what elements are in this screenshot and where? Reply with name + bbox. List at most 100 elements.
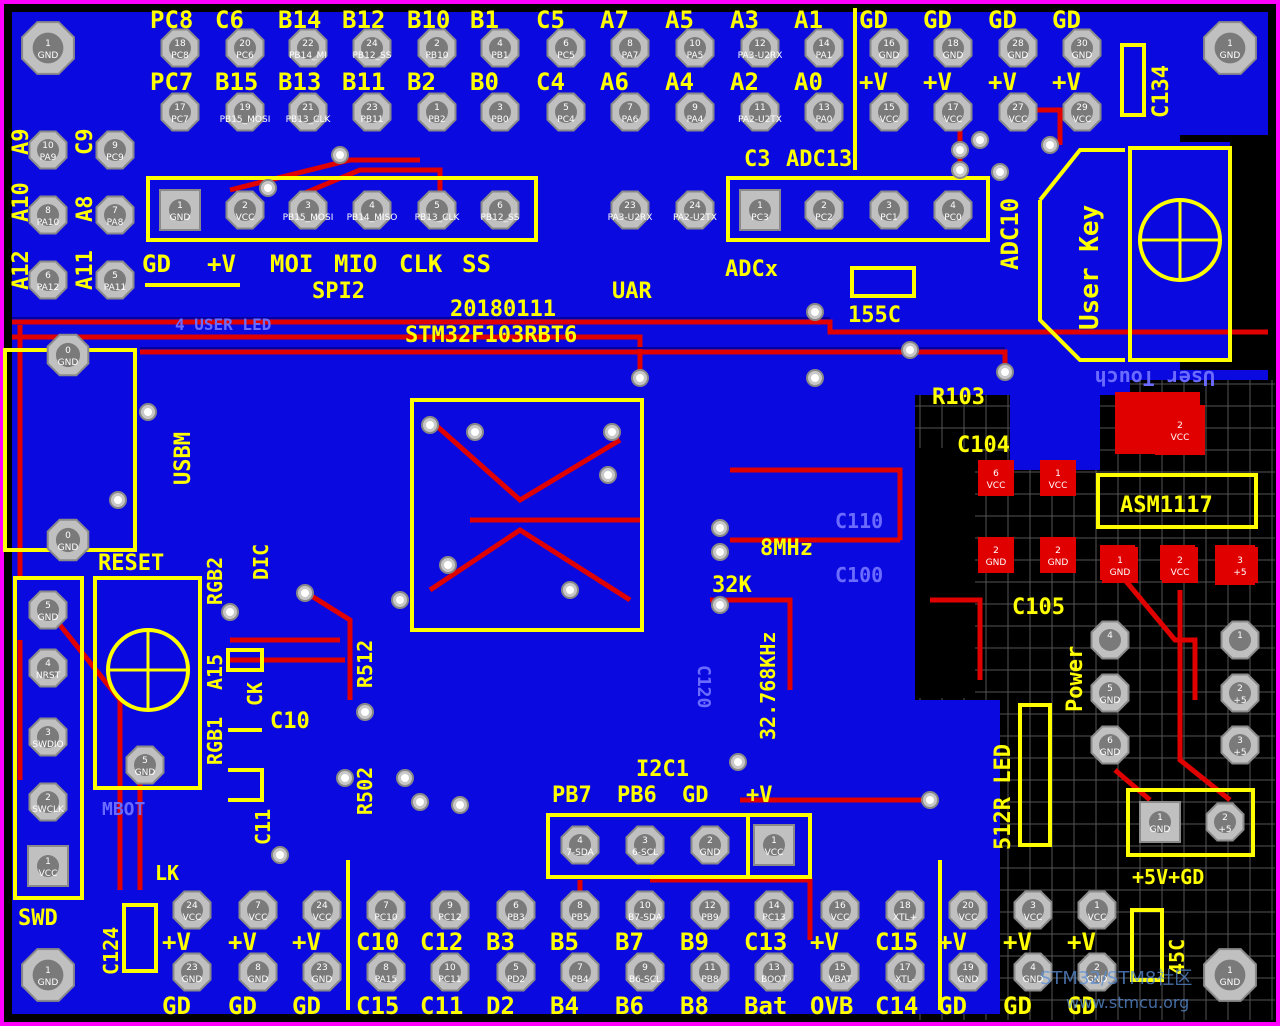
bottom-label-bottom: GD	[228, 992, 257, 1020]
c124-label: C124	[99, 927, 123, 975]
pad-number: 3	[1237, 556, 1243, 566]
via-hole	[716, 601, 724, 609]
pad-net: PC3	[751, 213, 768, 223]
pad-net: PB5	[571, 913, 588, 923]
bottom-label-mid: C13	[744, 928, 787, 956]
pad-net: PA7	[622, 51, 639, 61]
pad-number: 6	[563, 39, 569, 49]
pad-net: PB14_MI	[289, 51, 327, 61]
pad-net: PB1	[491, 51, 508, 61]
pad-hole	[878, 199, 900, 221]
pad-hole	[829, 899, 851, 921]
pad-net: GND	[312, 975, 333, 985]
pad-number: 24	[689, 201, 701, 211]
bottom-label-mid: +V	[162, 928, 191, 956]
pad-hole	[247, 899, 269, 921]
pad-number: 2	[707, 836, 713, 846]
header-label-top: GD	[1052, 6, 1081, 34]
pad-net: +5	[1233, 696, 1246, 706]
pad-net: PA10	[37, 218, 60, 228]
pad-hole	[569, 961, 591, 983]
bottom-label-mid: C15	[875, 928, 918, 956]
pad-number: 19	[239, 103, 251, 113]
pad-net: PA4	[687, 115, 704, 125]
pad-net: PB9	[701, 913, 719, 923]
pad-hole	[375, 899, 397, 921]
pad-number: 14	[818, 39, 830, 49]
pad-number: 2	[242, 201, 248, 211]
pad-net: B6-SCL	[629, 975, 661, 985]
pad-net: GND	[1100, 696, 1121, 706]
via-hole	[956, 166, 964, 174]
pad-shape	[1155, 405, 1205, 455]
pad-number: 5	[563, 103, 569, 113]
pad-hole	[957, 961, 979, 983]
bottom-label-bottom: C15	[356, 992, 399, 1020]
pad-hole	[311, 899, 333, 921]
via-hole	[956, 146, 964, 154]
pad-hole	[1007, 37, 1029, 59]
swd-label: SWD	[18, 906, 58, 931]
pad-hole	[311, 961, 333, 983]
pad-net: PA15	[375, 975, 397, 985]
pad-number: 24	[316, 901, 328, 911]
pad-hole	[1229, 629, 1251, 651]
pad-hole	[37, 204, 59, 226]
pad-net: XTL+	[893, 913, 917, 923]
i2c-label: +V	[746, 783, 773, 808]
pad-hole	[1086, 899, 1108, 921]
pad-number: 2	[1177, 421, 1183, 431]
pad-net: PA11	[104, 283, 126, 293]
header-label-mid: +V	[859, 68, 888, 96]
pad-net: PA0	[816, 115, 833, 125]
pad-hole	[1099, 734, 1121, 756]
pad-shape	[1040, 460, 1076, 496]
pad-net: B7-SDA	[628, 913, 663, 923]
pad-number: 6	[497, 201, 503, 211]
pad-net: GND	[135, 768, 156, 778]
via-hole	[426, 421, 434, 429]
pad-net: VCC	[313, 913, 332, 923]
r502-label: R502	[353, 767, 377, 815]
via-hole	[906, 346, 914, 354]
via-hole	[456, 801, 464, 809]
pad-hole	[1099, 629, 1121, 651]
pad-number: 1	[1237, 631, 1243, 641]
silkscreen-outlines	[3, 8, 1258, 1010]
pad-net: PC13	[762, 913, 785, 923]
header-label-top: GD	[988, 6, 1017, 34]
via-hole	[341, 774, 349, 782]
pad-net: PA6	[622, 115, 639, 125]
pad-hole	[699, 834, 721, 856]
c124-outline	[122, 903, 158, 973]
pad-number: 7	[383, 901, 389, 911]
pad-number: 5	[434, 201, 440, 211]
pad-net: PC5	[557, 51, 574, 61]
rgb2-label: RGB2	[203, 557, 227, 605]
pad-number: 3	[1237, 736, 1243, 746]
pad-number: 4	[1030, 963, 1036, 973]
pad-number: 2	[993, 546, 999, 556]
pad-net: GND	[700, 848, 721, 858]
header-label-mid: +V	[923, 68, 952, 96]
pad-hole	[169, 37, 191, 59]
pad-net: NRST	[36, 671, 61, 681]
pad-net: VCC	[1049, 481, 1068, 491]
pad-number: 3	[497, 103, 503, 113]
pad-hole	[813, 199, 835, 221]
pad-net: PC7	[171, 115, 188, 125]
